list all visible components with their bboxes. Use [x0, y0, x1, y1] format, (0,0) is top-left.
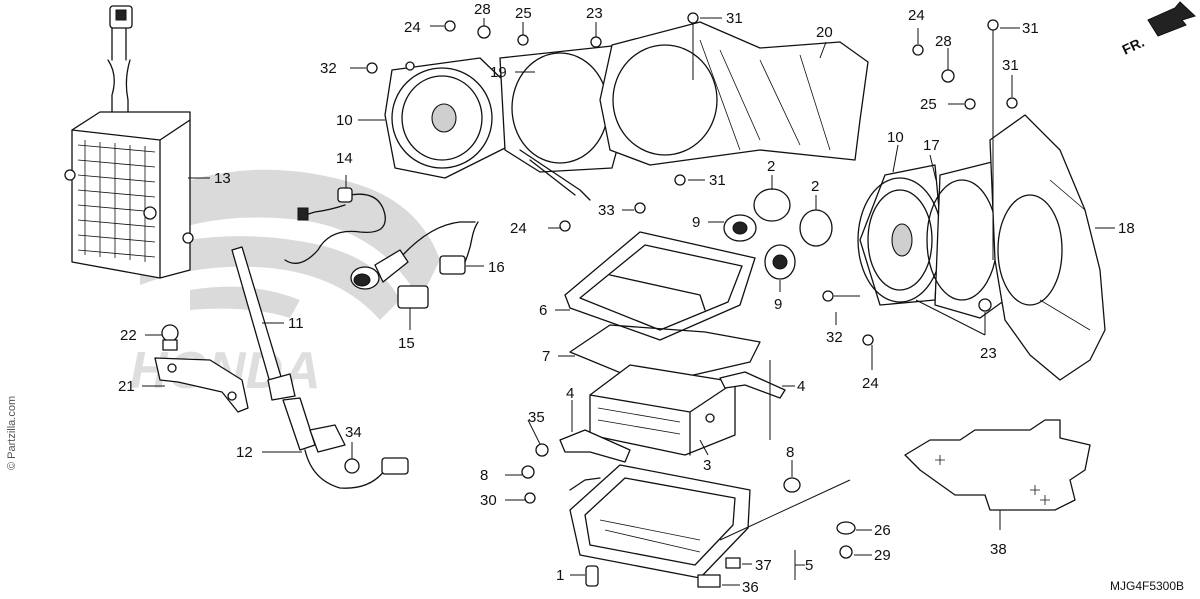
- callout-3: 3: [703, 457, 711, 474]
- right-speaker-assembly: 10 17 18 24 28 25 31 31 32 24: [822, 7, 1135, 392]
- callout-16: 16: [488, 259, 505, 276]
- callout-31-top: 31: [726, 10, 743, 27]
- amplifier-unit: 13: [64, 5, 231, 279]
- callout-20: 20: [816, 24, 833, 41]
- callout-2-left: 2: [767, 158, 775, 175]
- callout-37: 37: [755, 557, 772, 574]
- callout-24-right-bottom: 24: [862, 375, 879, 392]
- wire-harness: 14: [284, 150, 386, 264]
- callout-1: 1: [556, 567, 564, 584]
- callout-21: 21: [118, 378, 135, 395]
- callout-10-left: 10: [336, 112, 353, 129]
- callout-36: 36: [742, 579, 759, 596]
- callout-32-right: 32: [826, 329, 843, 346]
- callout-28-top: 28: [474, 1, 491, 18]
- watermark-text: © Partzilla.com: [6, 396, 18, 470]
- antenna: 11: [231, 246, 304, 401]
- callout-25-right: 25: [920, 96, 937, 113]
- callout-6: 6: [539, 302, 547, 319]
- callout-19: 19: [490, 64, 507, 81]
- diagram-code: MJG4F5300B: [1110, 579, 1184, 593]
- callout-5: 5: [805, 557, 813, 574]
- callout-34: 34: [345, 424, 362, 441]
- socket-connector: 15 16: [350, 221, 505, 352]
- direction-label: FR.: [1120, 34, 1147, 58]
- audio-tray: 6 7: [539, 231, 761, 386]
- callout-31-right-mid: 31: [1002, 57, 1019, 74]
- callout-28-right: 28: [935, 33, 952, 50]
- callout-9-bottom: 9: [774, 296, 782, 313]
- callout-14: 14: [336, 150, 353, 167]
- callout-26: 26: [874, 522, 891, 539]
- callout-17: 17: [923, 137, 940, 154]
- pad-sheet: 38: [904, 419, 1091, 558]
- callout-13: 13: [214, 170, 231, 187]
- callout-4-right: 4: [797, 378, 805, 395]
- left-speaker-assembly: 10 32 19 24 28 25 23 24: [320, 1, 626, 237]
- callout-18: 18: [1118, 220, 1135, 237]
- callout-22: 22: [120, 327, 137, 344]
- callout-31-mid: 31: [709, 172, 726, 189]
- callout-35: 35: [528, 409, 545, 426]
- callout-8: 8: [786, 444, 794, 461]
- callout-23-right: 23: [980, 345, 997, 362]
- speaker-cover: 20 31 31: [599, 10, 869, 189]
- callout-25-top: 25: [515, 5, 532, 22]
- callout-30: 8: [480, 467, 488, 484]
- callout-32-left: 32: [320, 60, 337, 77]
- head-unit: 3 4 4 35 8 30 8: [480, 364, 805, 509]
- callout-7: 7: [542, 348, 550, 365]
- callout-38: 38: [990, 541, 1007, 558]
- antenna-bracket: 22 21 12 34: [118, 324, 409, 489]
- callout-27: 30: [480, 492, 497, 509]
- callout-4-left: 4: [566, 385, 574, 402]
- callout-31-right-top: 31: [1022, 20, 1039, 37]
- callout-24-top: 24: [404, 19, 421, 36]
- callout-24-mid: 24: [510, 220, 527, 237]
- callout-33: 33: [598, 202, 615, 219]
- callout-9-top: 9: [692, 214, 700, 231]
- callout-2-right: 2: [811, 178, 819, 195]
- lower-housing: 1 37 36 5 26 29: [556, 360, 891, 596]
- callout-29: 29: [874, 547, 891, 564]
- callout-12: 12: [236, 444, 253, 461]
- front-direction-indicator: FR.: [1120, 1, 1196, 58]
- tweeter-parts: 33 9 2 2 9: [598, 158, 833, 313]
- callout-10-right: 10: [887, 129, 904, 146]
- callout-11: 11: [288, 315, 304, 332]
- callout-23-top: 23: [586, 5, 603, 22]
- callout-15: 15: [398, 335, 415, 352]
- callout-24-right: 24: [908, 7, 925, 24]
